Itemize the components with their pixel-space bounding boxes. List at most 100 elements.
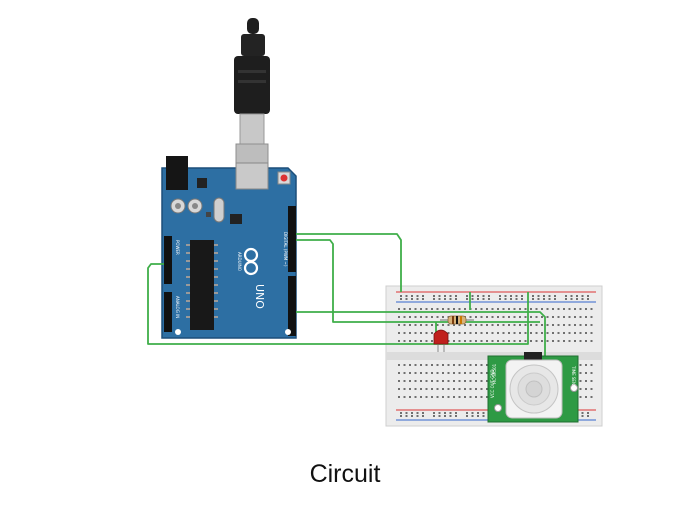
breadboard-hole bbox=[480, 396, 483, 398]
breadboard-hole bbox=[436, 316, 439, 318]
breadboard-hole bbox=[530, 340, 532, 342]
breadboard-hole bbox=[552, 308, 554, 310]
breadboard-hole bbox=[420, 324, 422, 326]
breadboard-hole bbox=[541, 316, 543, 318]
breadboard-hole bbox=[420, 308, 422, 310]
breadboard-hole bbox=[414, 316, 417, 318]
breadboard-hole bbox=[431, 364, 433, 366]
breadboard-hole bbox=[557, 340, 560, 342]
breadboard-hole bbox=[409, 380, 411, 382]
breadboard-hole bbox=[475, 316, 477, 318]
breadboard-hole bbox=[579, 380, 582, 382]
breadboard-hole bbox=[510, 298, 512, 300]
breadboard-hole bbox=[590, 372, 593, 374]
breadboard-hole bbox=[552, 324, 554, 326]
digital-header-label: DIGITAL (PWM ~) bbox=[283, 232, 288, 267]
breadboard-hole bbox=[546, 332, 549, 334]
breadboard-hole bbox=[398, 340, 400, 342]
breadboard-hole bbox=[499, 298, 501, 300]
breadboard-hole bbox=[480, 364, 483, 366]
breadboard-hole bbox=[442, 372, 444, 374]
breadboard-hole bbox=[585, 316, 587, 318]
breadboard-hole bbox=[398, 380, 400, 382]
breadboard-hole bbox=[568, 324, 571, 326]
breadboard-hole bbox=[502, 324, 505, 326]
breadboard-hole bbox=[482, 295, 485, 297]
breadboard-hole bbox=[554, 295, 556, 297]
breadboard-hole bbox=[425, 324, 428, 326]
breadboard-hole bbox=[453, 332, 455, 334]
breadboard-hole bbox=[403, 332, 406, 334]
breadboard-hole bbox=[433, 295, 435, 297]
breadboard-hole bbox=[519, 316, 521, 318]
breadboard-hole bbox=[563, 308, 565, 310]
breadboard-hole bbox=[508, 316, 510, 318]
breadboard-hole bbox=[405, 295, 408, 297]
breadboard-hole bbox=[436, 396, 439, 398]
breadboard-hole bbox=[411, 415, 413, 417]
breadboard-hole bbox=[590, 316, 593, 318]
breadboard-hole bbox=[414, 308, 417, 310]
breadboard-hole bbox=[554, 298, 556, 300]
arduino-logo-icon bbox=[243, 247, 259, 276]
breadboard-hole bbox=[587, 295, 589, 297]
breadboard-hole bbox=[442, 380, 444, 382]
breadboard-hole bbox=[466, 412, 468, 414]
wire-signal bbox=[296, 311, 546, 360]
breadboard-hole bbox=[486, 364, 488, 366]
resistor bbox=[440, 315, 474, 325]
breadboard-hole bbox=[447, 388, 450, 390]
breadboard-hole bbox=[409, 340, 411, 342]
breadboard-hole bbox=[471, 295, 474, 297]
breadboard-hole bbox=[447, 372, 450, 374]
breadboard-hole bbox=[433, 415, 435, 417]
breadboard-hole bbox=[453, 340, 455, 342]
breadboard-hole bbox=[438, 295, 441, 297]
breadboard-hole bbox=[590, 332, 593, 334]
breadboard-hole bbox=[543, 295, 545, 297]
breadboard-hole bbox=[524, 332, 527, 334]
breadboard-hole bbox=[436, 324, 439, 326]
breadboard-hole bbox=[447, 324, 450, 326]
board-logo-text: ARDUINO bbox=[237, 252, 242, 271]
breadboard-hole bbox=[565, 295, 567, 297]
breadboard-hole bbox=[568, 332, 571, 334]
breadboard-hole bbox=[521, 295, 523, 297]
breadboard-hole bbox=[414, 324, 417, 326]
breadboard-hole bbox=[455, 415, 457, 417]
breadboard-hole bbox=[471, 298, 474, 300]
breadboard-hole bbox=[535, 308, 538, 310]
breadboard-hole bbox=[568, 340, 571, 342]
breadboard-hole bbox=[442, 324, 444, 326]
breadboard-hole bbox=[425, 332, 428, 334]
breadboard-hole bbox=[458, 308, 461, 310]
breadboard-hole bbox=[458, 332, 461, 334]
breadboard-hole bbox=[425, 372, 428, 374]
breadboard-hole bbox=[579, 308, 582, 310]
breadboard-hole bbox=[414, 372, 417, 374]
breadboard-hole bbox=[475, 308, 477, 310]
breadboard-hole bbox=[548, 295, 551, 297]
breadboard-hole bbox=[411, 412, 413, 414]
breadboard-hole bbox=[436, 308, 439, 310]
breadboard-hole bbox=[403, 308, 406, 310]
breadboard-hole bbox=[409, 364, 411, 366]
breadboard-hole bbox=[541, 340, 543, 342]
breadboard-hole bbox=[491, 316, 494, 318]
breadboard-hole bbox=[425, 380, 428, 382]
breadboard-hole bbox=[546, 308, 549, 310]
breadboard-hole bbox=[524, 324, 527, 326]
pir-sensor: VCC OUT GND TIME SENS HC-SR501 bbox=[487, 352, 579, 423]
breadboard-hole bbox=[585, 380, 587, 382]
breadboard-hole bbox=[409, 396, 411, 398]
breadboard-hole bbox=[403, 316, 406, 318]
breadboard-hole bbox=[491, 308, 494, 310]
breadboard-hole bbox=[477, 415, 479, 417]
breadboard-hole bbox=[552, 316, 554, 318]
breadboard-hole bbox=[414, 364, 417, 366]
breadboard-hole bbox=[436, 364, 439, 366]
breadboard-hole bbox=[502, 316, 505, 318]
breadboard-hole bbox=[431, 316, 433, 318]
breadboard-hole bbox=[557, 316, 560, 318]
breadboard-hole bbox=[398, 316, 400, 318]
